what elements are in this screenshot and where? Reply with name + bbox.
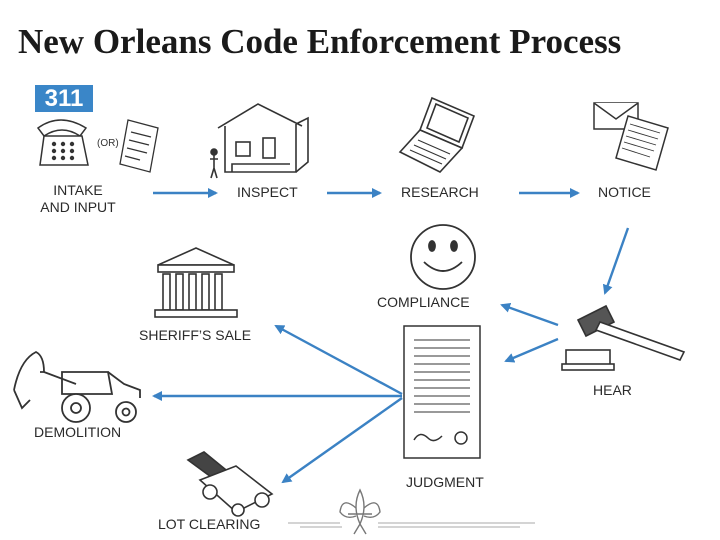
judgment-document-icon [403,325,481,459]
intake-label: INTAKE AND INPUT [30,182,126,216]
fleur-de-lis-icon [339,488,381,535]
arrow-judgment-to-lot-clearing [281,397,403,484]
notice-label: NOTICE [598,184,651,200]
backhoe-icon [13,350,141,423]
laptop-icon [398,96,476,173]
lot-clearing-label: LOT CLEARING [158,516,261,532]
judgment-label: JUDGMENT [406,474,484,490]
intake-label-line1: INTAKE [53,182,103,198]
research-label: RESEARCH [401,184,479,200]
intake-label-line2: AND INPUT [40,199,116,215]
arrow-judgment-to-sheriffs-sale [274,324,403,396]
hear-label: HEAR [593,382,632,398]
arrow-hear-to-judgment [504,337,559,363]
demolition-label: DEMOLITION [34,424,122,440]
or-label: (OR) [97,138,119,149]
document-icon [119,119,159,173]
compliance-label: COMPLIANCE [377,294,470,310]
house-icon [210,103,309,179]
lawnmower-icon [186,451,274,517]
envelope-icon [593,102,669,171]
gavel-icon [561,304,686,371]
smiley-icon [410,224,476,290]
page-title: New Orleans Code Enforcement Process [18,22,622,61]
courthouse-icon [154,247,238,318]
sheriffs-sale-label: SHERIFF’S SALE [139,327,252,343]
arrow-hear-to-compliance [500,302,559,327]
telephone-icon [36,119,89,166]
footer-rule [288,522,535,528]
inspect-label: INSPECT [237,184,298,200]
arrow-notice-to-hear [602,227,630,295]
311-badge: 311 [35,85,93,112]
